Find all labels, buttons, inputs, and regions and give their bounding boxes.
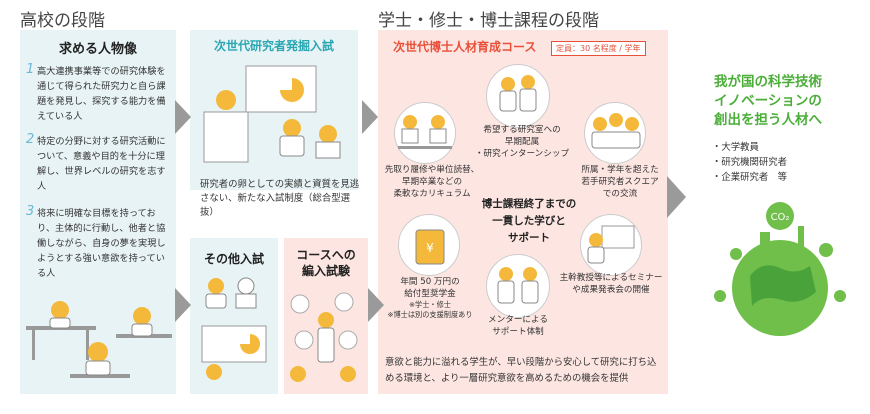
lab-note-line: 早期配属 (504, 137, 540, 147)
square-note: 所属・学年を超えた 若手研究者スクエア での交流 (572, 164, 668, 200)
scholarship-subnote-line: ※学士・修士 (409, 300, 451, 309)
other-exam-title: その他入試 (203, 252, 264, 266)
lab-note: 希望する研究室への 早期配属 ・研究インターンシップ (462, 124, 582, 160)
hs-item-number: 1 (26, 62, 35, 77)
doctoral-summary: 意欲と能力に溢れる学生が、早い段階から安心して研究に打ち込める環境と、より一層研… (385, 357, 657, 384)
capacity-badge: 定員：30 名程度 / 学年 (551, 41, 646, 56)
other-exam-illustration (201, 277, 267, 380)
scholarship-subnote: ※学士・修士 ※博士は別の支援制度あり (382, 300, 478, 320)
arrow-nx-to-dr-icon (362, 100, 378, 134)
hs-item-2: 2 特定の分野に対する研究活動について、意義や目的を十分に理解し、世界レベルの研… (26, 132, 170, 194)
next-gen-title: 次世代研究者発掘入試 (213, 39, 334, 53)
students-illustration (26, 301, 172, 378)
transfer-illustration (290, 292, 358, 382)
career-list: ・大学教員 ・研究機関研究者 ・企業研究者 等 (712, 140, 787, 185)
globe-illustration: CO₂ (714, 202, 846, 336)
curriculum-note-line: 早期卒業などの (401, 177, 463, 187)
career-item: ・大学教員 (712, 142, 759, 153)
scholarship-subnote-line: ※博士は別の支援制度あり (387, 310, 473, 319)
square-note-line: 所属・学年を超えた (581, 165, 659, 175)
curriculum-illustration (398, 115, 452, 149)
scholarship-note-line: 年間 50 万円の (400, 277, 460, 287)
mentor-note-line: メンターによる (488, 315, 548, 325)
square-note-line: での交流 (602, 189, 638, 199)
transfer-title-line1: コースへの (296, 248, 356, 262)
hs-item-1: 1 高大連携事業等での研究体験を通じて得られた研究力と自ら課題を発見し、探究する… (26, 62, 170, 124)
hs-item-number: 2 (26, 132, 35, 147)
goal-title-line: イノベーションの (714, 93, 822, 109)
career-item: ・研究機関研究者 (712, 157, 788, 168)
co2-badge: CO₂ (771, 212, 790, 223)
seminar-note-line: 主幹教授等によるセミナー (559, 273, 663, 283)
center-text-line: 一貫した学びと (492, 215, 566, 227)
money-icon: ¥ (415, 229, 445, 265)
hs-item-3: 3 将来に明確な目標を持っており、主体的に行動し、他者と協働しながら、自身の夢を… (26, 204, 170, 281)
high-school-heading: 高校の段階 (20, 11, 105, 31)
mentor-illustration (497, 267, 539, 304)
scholarship-note-line: 給付型奨学金 (404, 289, 456, 299)
arrow-hs-to-nx-icon (175, 100, 191, 134)
seminar-note: 主幹教授等によるセミナー や成果発表会の開催 (556, 272, 666, 296)
lab-note-line: 希望する研究室への (483, 125, 561, 135)
hs-item-text: 特定の分野に対する研究活動について、意義や目的を十分に理解し、世界レベルの研究を… (37, 136, 166, 192)
square-illustration (591, 113, 641, 149)
exam-illustration (203, 65, 341, 163)
career-item: ・企業研究者 等 (712, 172, 788, 183)
goal-title-line: 我が国の科学技術 (714, 74, 822, 90)
other-exam-panel (190, 238, 278, 394)
university-heading: 学士・修士・博士課程の段階 (378, 11, 599, 31)
transfer-title-line2: 編入試験 (301, 264, 350, 278)
svg-text:¥: ¥ (426, 241, 434, 255)
curriculum-note-line: 柔軟なカリキュラム (393, 189, 471, 199)
lab-circle (486, 64, 550, 128)
arrow-tr-to-dr-icon (368, 288, 384, 322)
curriculum-note-line: 先取り履修や単位読替、 (384, 165, 480, 175)
doctoral-title: 次世代博士人材育成コース (393, 40, 537, 54)
mentor-note-line: サポート体制 (492, 327, 544, 337)
hs-item-number: 3 (26, 204, 35, 219)
next-gen-description: 研究者の卵としての実績と資質を見逃さない、新たな入試制度（総合型選抜） (200, 179, 360, 218)
square-note-line: 若手研究者スクエア (581, 177, 659, 187)
hs-item-text: 将来に明確な目標を持っており、主体的に行動し、他者と協働しながら、自身の夢を実現… (37, 208, 166, 279)
center-text-line: サポート (508, 232, 550, 244)
center-text-line: 博士課程終了までの (481, 198, 577, 210)
goal-title-line: 創出を担う人材へ (714, 112, 822, 128)
curriculum-note: 先取り履修や単位読替、 早期卒業などの 柔軟なカリキュラム (384, 164, 480, 200)
mentor-circle (486, 254, 550, 318)
seminar-note-line: や成果発表会の開催 (572, 285, 650, 295)
consistent-support-text: 博士課程終了までの 一貫した学びと サポート (474, 196, 584, 247)
lab-illustration (499, 75, 537, 112)
transfer-title: コースへの 編入試験 (284, 247, 368, 279)
goal-title: 我が国の科学技術 イノベーションの 創出を担う人材へ (688, 73, 848, 130)
seminar-illustration (587, 225, 635, 264)
hs-item-text: 高大連携事業等での研究体験を通じて得られた研究力と自ら課題を発見し、探究する能力… (37, 66, 166, 122)
scholarship-note: 年間 50 万円の 給付型奨学金 (388, 276, 472, 300)
arrow-hs-to-other-icon (175, 288, 191, 322)
lab-note-line: ・研究インターンシップ (474, 149, 570, 159)
mentor-note: メンターによる サポート体制 (470, 314, 566, 338)
arrow-dr-to-goal-icon (667, 176, 686, 218)
hs-title: 求める人物像 (58, 42, 137, 57)
